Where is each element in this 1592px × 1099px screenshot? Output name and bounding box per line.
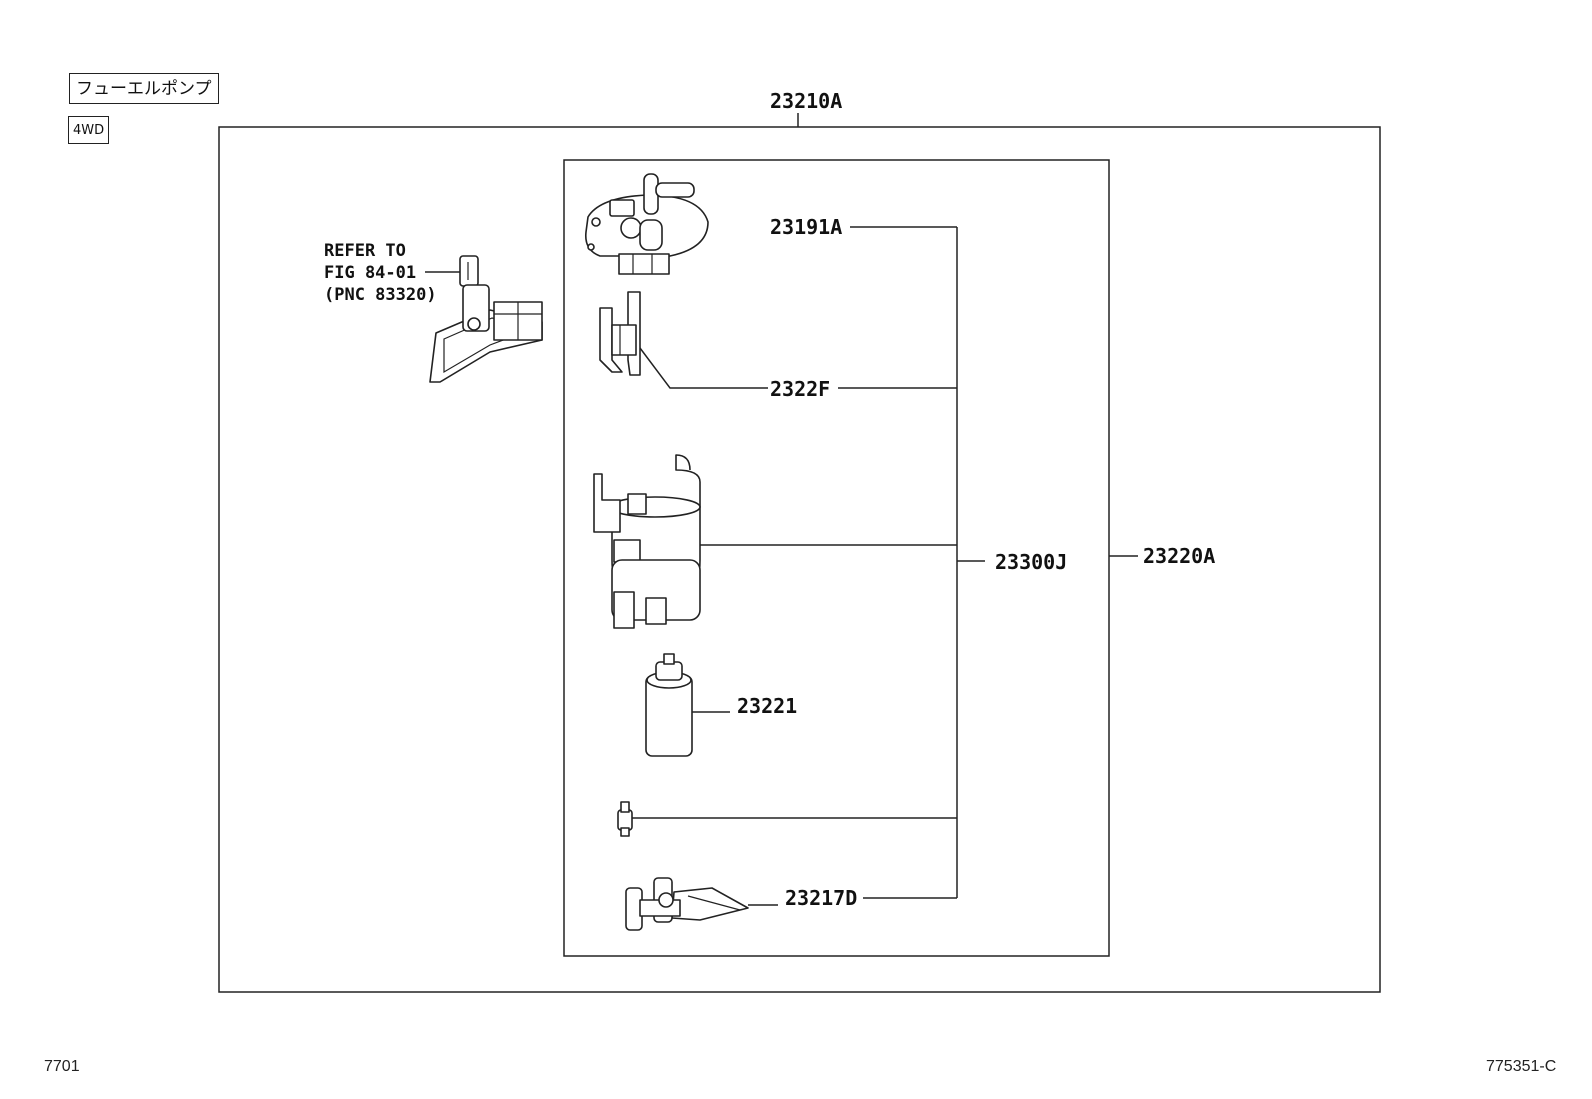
footer-right-code: 775351-C xyxy=(1486,1058,1557,1075)
reference-note-line3: (PNC 83320) xyxy=(324,285,437,305)
callout-23210A[interactable]: 23210A xyxy=(770,89,842,113)
filter-cup-drawing xyxy=(593,454,701,629)
fuel-sender-gauge-drawing xyxy=(429,255,543,383)
callout-2322F[interactable]: 2322F xyxy=(770,377,830,401)
footer-left-code: 7701 xyxy=(44,1058,80,1075)
callout-23300J[interactable]: 23300J xyxy=(995,550,1067,574)
reference-note-line1: REFER TO xyxy=(324,241,406,261)
reference-note-line2: FIG 84-01 xyxy=(324,263,416,283)
tube-set-drawing xyxy=(625,877,778,931)
callout-23191A[interactable]: 23191A xyxy=(770,215,842,239)
sub-assembly-frame xyxy=(563,159,1110,957)
pump-drawing xyxy=(645,653,730,757)
fitting-drawing xyxy=(617,801,633,837)
group-bracket-lines xyxy=(631,226,1138,899)
plate-drawing xyxy=(584,173,709,275)
variant-4wd-tag: 4WD xyxy=(68,116,110,144)
callout-23220A[interactable]: 23220A xyxy=(1143,544,1215,568)
callout-23221[interactable]: 23221 xyxy=(737,694,797,718)
callout-23217D[interactable]: 23217D xyxy=(785,886,857,910)
assembly-frame xyxy=(218,126,1381,993)
bracket-drawing xyxy=(599,291,768,389)
fuel-pump-title-tag: フューエルポンプ xyxy=(69,73,219,104)
